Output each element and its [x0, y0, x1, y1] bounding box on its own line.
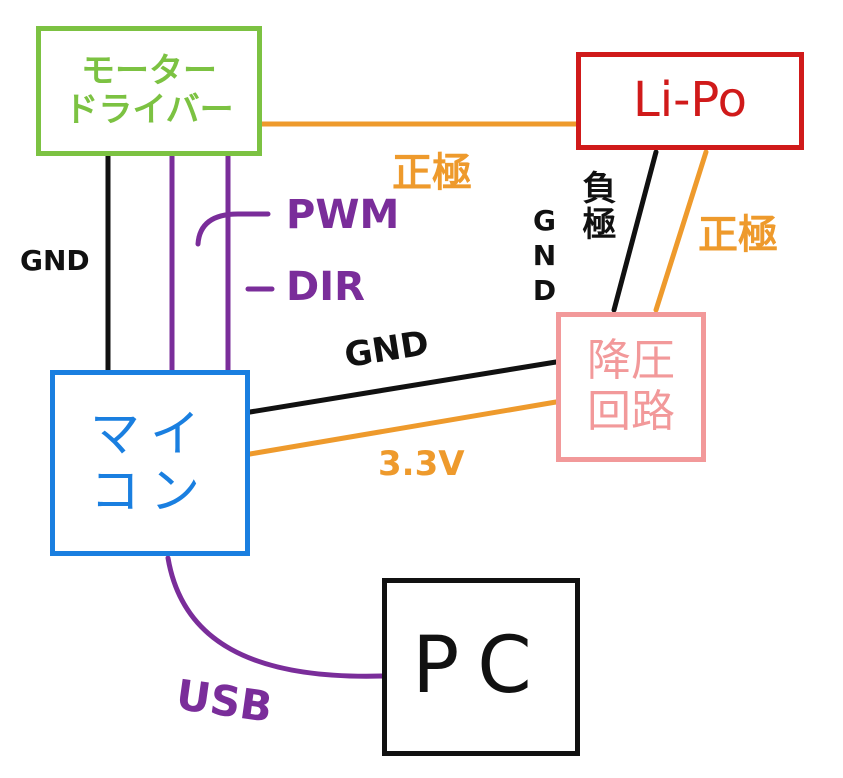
node-motor-driver: モーター ドライバー [36, 26, 262, 156]
label-driver-lipo-positive: 正極 [392, 150, 472, 196]
node-microcontroller: マイ コン [50, 370, 250, 556]
pc-label: PC [412, 621, 550, 712]
edge-mcu-regulator-gnd [247, 359, 559, 415]
node-pc: PC [382, 578, 580, 756]
lipo-label: Li-Po [633, 72, 747, 129]
regulator-label-line1: 降圧 [587, 335, 675, 387]
label-driver-mcu-gnd: GND [20, 244, 90, 277]
edge-lipo-regulator-negative [611, 149, 659, 313]
label-pwm: PWM [286, 192, 400, 238]
node-regulator: 降圧 回路 [556, 312, 706, 462]
label-lipo-regulator-positive: 正極 [698, 212, 778, 258]
microcontroller-label-line2: コン [90, 462, 210, 520]
regulator-label-line2: 回路 [587, 386, 675, 437]
node-lipo: Li-Po [576, 52, 804, 150]
label-lipo-regulator-negative: 負極 [576, 170, 616, 242]
edge-lipo-regulator-positive [653, 149, 709, 313]
edge-mcu-pc-usb [165, 555, 387, 679]
pwm-callout-line [195, 211, 271, 247]
label-mcu-regulator-power: 3.3V [378, 444, 465, 484]
microcontroller-label-line1: マイ [90, 404, 210, 463]
edge-mcu-regulator-power [247, 399, 559, 457]
motor-driver-label-line1: モーター [81, 50, 217, 91]
label-lipo-regulator-gnd: GND [528, 204, 561, 309]
label-dir: DIR [286, 264, 365, 310]
motor-driver-label-line2: ドライバー [64, 90, 234, 130]
